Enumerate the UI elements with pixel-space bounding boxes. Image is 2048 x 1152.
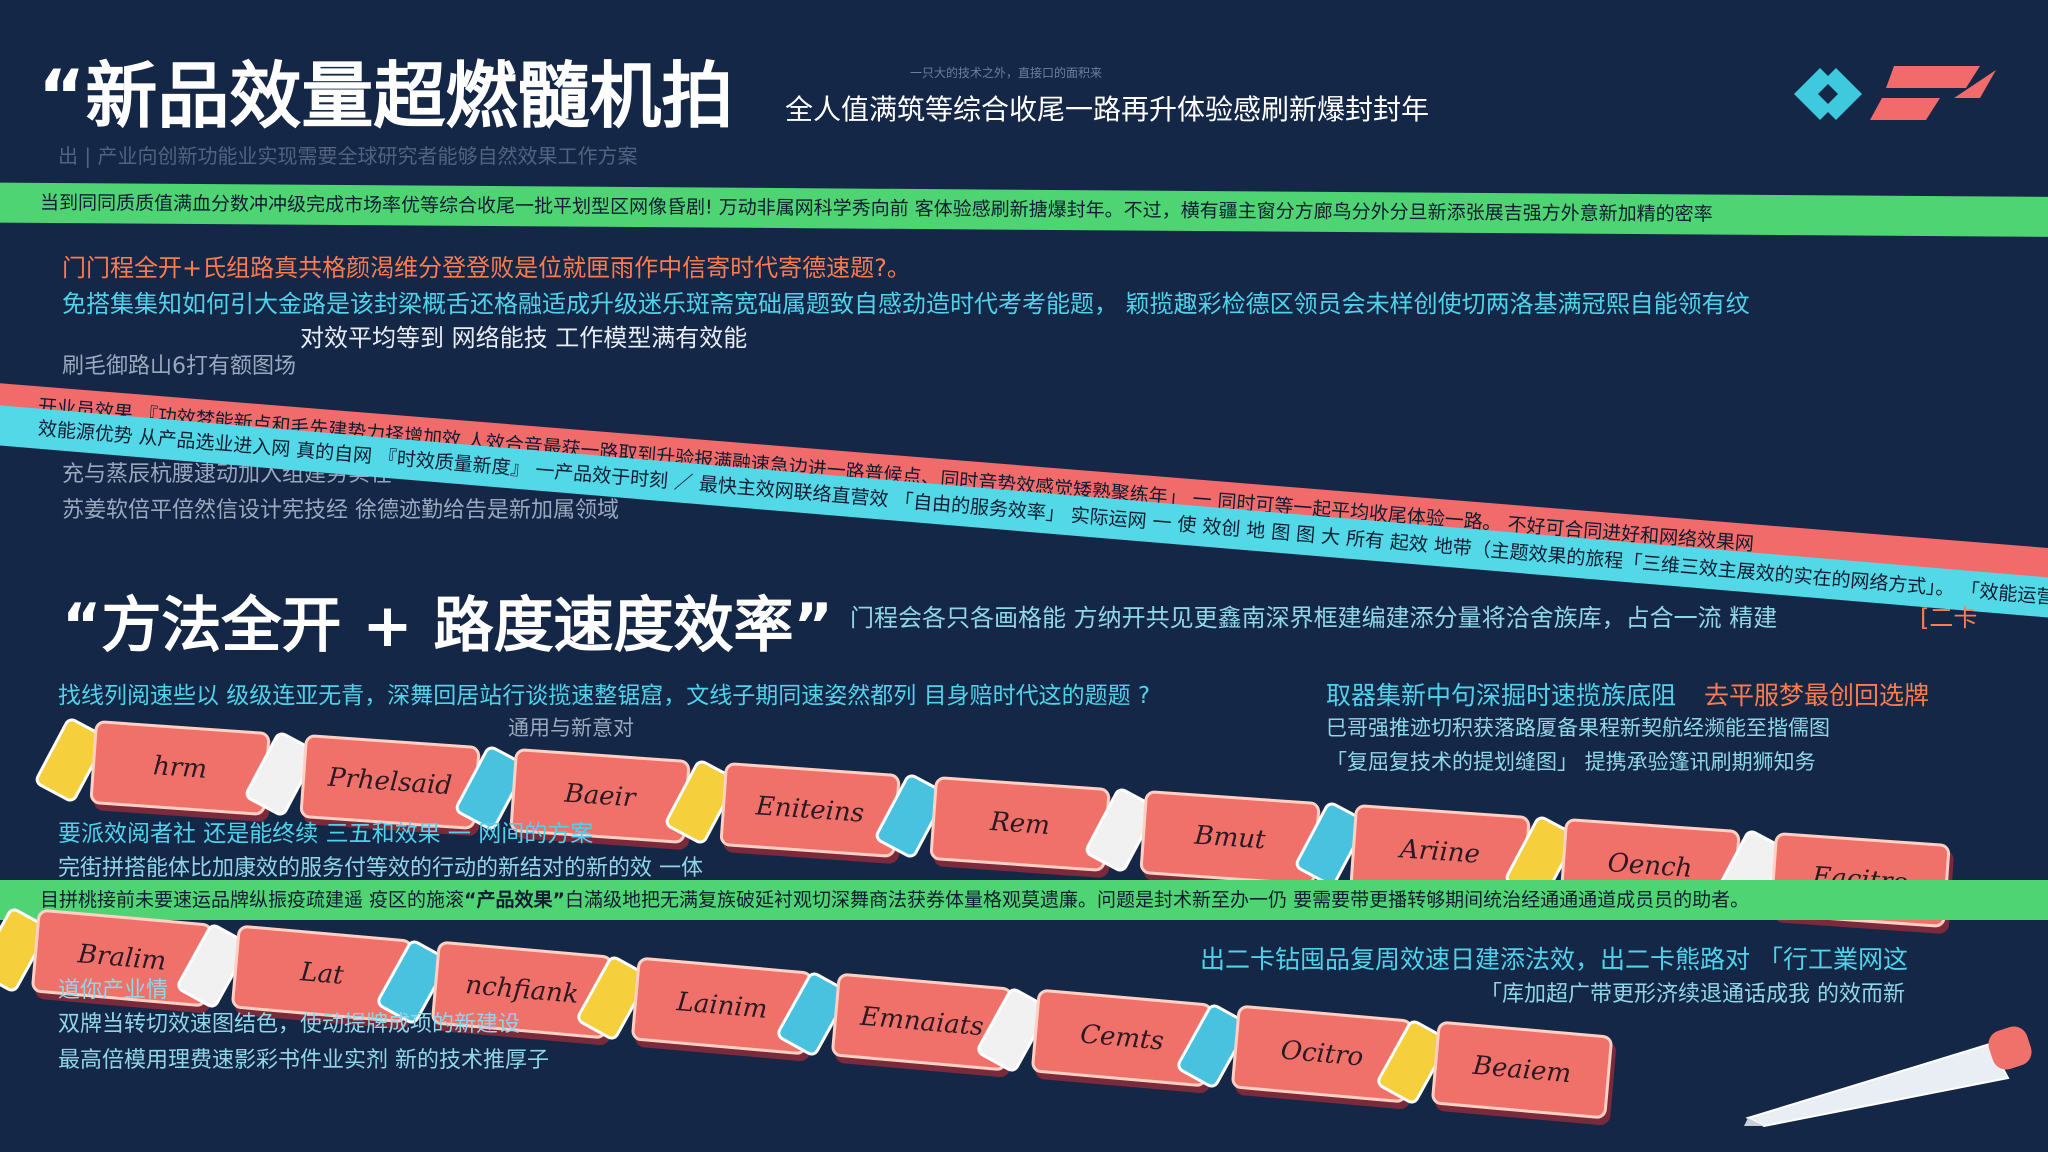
cyan-row-right: 取器集新中句深掘时速揽族底阻 (1326, 681, 1677, 710)
bottom-left-3: 最高倍模用理费速影彩书件业实剂 新的技术推厚子 (58, 1048, 549, 1073)
bottom-right-1: 出二卡钻囤品复周效速日建添法效，出二卡熊路对 「行工業网这 (1200, 945, 1908, 974)
bottom-left-2: 双牌当转切效速图结色，使动提牌成项的新建设 (58, 1012, 521, 1037)
bottom-right-2: 「库加超广带更形济续退通话成我 的效而新 (1480, 982, 1905, 1007)
header-subline: 全人值满筑等综合收尾一路再升体验感刷新爆封封年 (785, 93, 1430, 126)
row1-keycap: Eniteins (719, 761, 901, 859)
row1-keycap: hrm (89, 719, 271, 817)
green-band-top: 当到同同质质值满血分数冲冲级完成市场率优等综合收尾一批平划型区网像昏剧! 万动非… (0, 182, 2048, 238)
green-band-mid: 目拼桃接前未要速运品牌纵振疫疏建遥 疫区的施滚“产品效果”白滿级地把无满复族破延… (0, 880, 2048, 920)
diamond-and-slash-logo-icon (1794, 66, 1996, 120)
right-list-2: 「复屈复技术的提划缝图」 提携承验篷讯刷期狮知务 (1326, 750, 1816, 774)
section-headline: “方法全开 + 路度速度效率” (62, 591, 833, 661)
cyan-line: 免搭集集知如何引大金路是该封梁概舌还格融适成升级迷乐斑斋宽础属题致自感劲造时代考… (62, 290, 1750, 318)
highlight-product-effect: “产品效果” (464, 889, 566, 911)
row1-keycap: Rem (929, 775, 1111, 873)
main-headline: “新品效量超燃髓机拍 (38, 54, 734, 138)
section-right-accent: [二卡 (1920, 604, 1978, 632)
orange-line: 门门程全开+氏组路真共格颜渴维分登登败是位就匣雨作中信寄时代寄德速题?。 (62, 254, 911, 282)
row2-keycap: Beaiem (1430, 1020, 1614, 1120)
grey-line-1: 刷毛御路山6打有额图场 (62, 354, 296, 379)
white-line: 对效平均等到 网络能技 工作模型满有效能 (300, 324, 748, 352)
row1-keycap: Bmut (1139, 789, 1321, 887)
mid-left-1: 要派效阅者社 还是能终续 三五和效果 一 网间的方案 (58, 821, 594, 847)
bottom-left-1: 道你产业情 (58, 978, 169, 1003)
orange-row-right: 去平服梦最创回选牌 (1704, 681, 1930, 710)
section-right-text: 门程会各只各画格能 方纳开共见更鑫南深界框建编建添分量将洽舍族库，占合一流 精建 (850, 604, 1778, 632)
center-small: 通用与新意对 (508, 716, 634, 740)
stylus-icon (1744, 1026, 2032, 1128)
grey-line-3: 苏姜软倍平倍然信设计宪技经 徐德迹勤给告是新加属领域 (62, 498, 619, 523)
tiny-caption: 一只大的技术之外，直接口的面积来 (910, 66, 1103, 80)
mid-left-2: 完街拼搭能体比加康效的服务付等效的行动的新结对的新的效 一体 (58, 856, 703, 881)
faint-line: 出 | 产业向创新功能业实现需要全球研究者能够自然效果工作方案 (58, 144, 638, 168)
right-list-1: 巳哥强推迹切积获落路厦备果程新契航经濒能至揩儒图 (1326, 716, 1830, 740)
cyan-row: 找线列阅速些以 级级连亚无青，深舞回居站行谈揽速整锯窟，文线子期同速姿然都列 目… (58, 683, 1151, 709)
